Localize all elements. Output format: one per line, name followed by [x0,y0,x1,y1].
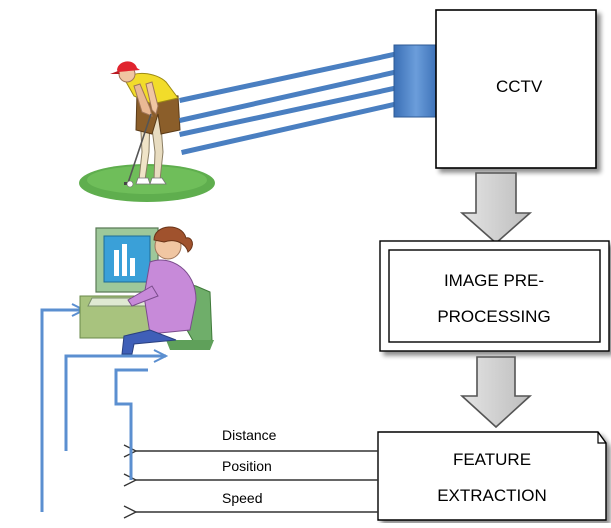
output-label-distance: Distance [222,427,277,443]
camera-lens [393,44,439,118]
golfer-illustration [79,61,215,202]
flow-arrow-cctv-to-preprocessing [459,172,533,245]
preprocessing-label-line2: PROCESSING [437,307,550,326]
feedback-lines [40,310,166,512]
flow-arrow-preprocessing-to-feature [459,356,533,429]
preprocessing-label-line1: IMAGE PRE- [444,271,544,290]
output-label-speed: Speed [222,490,262,506]
feature-label-line2: EXTRACTION [437,486,547,505]
feedback-line-inner [114,368,148,480]
feedback-line-outer [40,310,84,512]
cctv-label: CCTV [496,77,543,96]
cctv-block: CCTV [435,9,597,169]
feature-label-line1: FEATURE [453,450,531,469]
operator-illustration [79,226,214,355]
feedback-line-middle [64,356,166,451]
output-label-position: Position [222,458,272,474]
feature-extraction-block: FEATURE EXTRACTION [377,431,607,521]
golf-ball [126,180,134,188]
camera-view-beams [179,51,399,155]
image-preprocessing-block: IMAGE PRE- PROCESSING [379,240,610,352]
output-arrows [136,451,378,512]
